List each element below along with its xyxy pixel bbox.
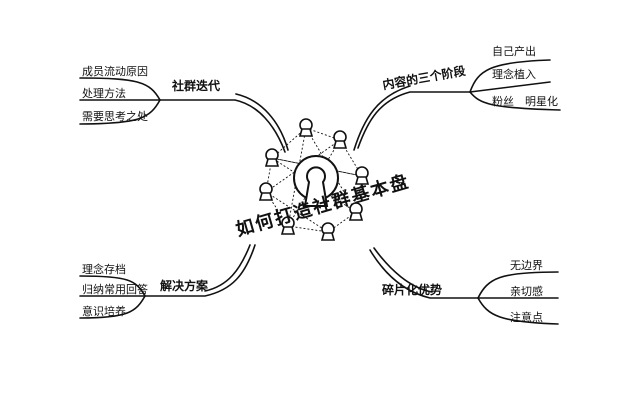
- leaf-tl-2: 处理方法: [82, 87, 126, 100]
- leaf-bl-3: 意识培养: [82, 305, 126, 318]
- branch-label-top-left: 社群迭代: [172, 79, 221, 93]
- leaf-line-tr-2: [469, 81, 551, 93]
- leaf-line-tr-1: [469, 59, 551, 93]
- leaf-line-bl-3: [79, 295, 146, 319]
- leaf-br-1: 无边界: [510, 259, 543, 272]
- leaf-br-3: 注意点: [510, 311, 543, 324]
- person-node-icon: [298, 118, 314, 137]
- person-node-icon: [280, 216, 296, 235]
- leaf-tr-2: 理念植入: [492, 68, 536, 81]
- leaf-tl-3: 需要思考之处: [82, 110, 148, 123]
- keyhole-icon: [293, 155, 339, 207]
- branch-line-bottom-right: [369, 249, 479, 299]
- person-node-icon: [348, 202, 364, 221]
- leaf-tl-1: 成员流动原因: [82, 65, 148, 78]
- person-node-icon: [332, 130, 348, 149]
- person-node-icon: [264, 148, 280, 167]
- leaf-line-br-3: [477, 297, 559, 325]
- branch-label-bottom-left: 解决方案: [160, 279, 209, 293]
- leaf-bl-1: 理念存档: [82, 263, 126, 276]
- branch-line-top-right: [357, 91, 471, 149]
- person-node-icon: [320, 222, 336, 241]
- branch-line-bottom-left: [144, 244, 256, 297]
- person-node-icon: [258, 182, 274, 201]
- branch-label-bottom-right: 碎片化优势: [382, 283, 443, 297]
- leaf-line-tr-3: [469, 91, 561, 111]
- leaf-tr-1: 自己产出: [492, 45, 536, 58]
- leaf-bl-2: 归纳常用回答: [82, 283, 148, 296]
- leaf-tr-3: 粉丝 明星化: [492, 95, 558, 108]
- branch-line-top-left: [159, 99, 286, 153]
- leaf-br-2: 亲切感: [510, 285, 543, 298]
- leaf-line-tl-3: [79, 99, 161, 125]
- leaf-line-bl-1: [79, 275, 146, 297]
- person-node-icon: [354, 166, 370, 185]
- leaf-line-br-1: [477, 271, 559, 299]
- leaf-line-tl-1: [79, 77, 161, 101]
